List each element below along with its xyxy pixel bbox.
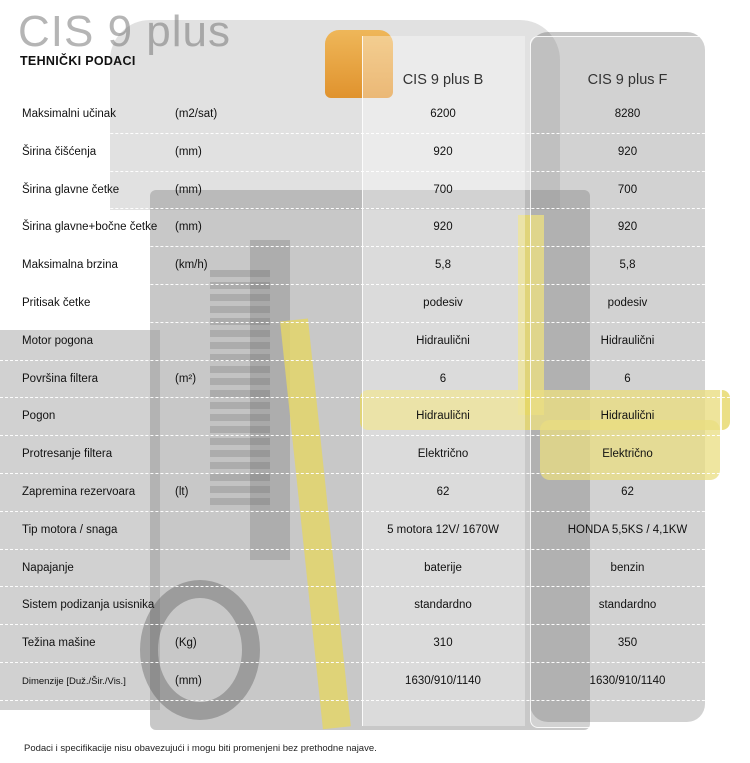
row-label: Motor pogona [22,334,93,347]
row-value-b: Hidraulični [416,410,470,423]
row-label: Pogon [22,410,56,423]
row-label: Dimenzije [Duž./Šir./Vis.] [22,675,126,687]
table-row: Motor pogona Hidraulični Hidraulični [0,323,750,361]
row-label: Tip motora / snaga [22,523,118,536]
page-subtitle: TEHNIČKI PODACI [20,54,136,68]
row-label: Maksimalni učinak [22,108,116,120]
table-row: Širina čišćenja (mm) 920 920 [0,134,750,172]
table-row: Sistem podizanja usisnika standardno stand… [0,587,750,625]
row-label: Težina mašine [22,637,96,650]
row-value-f: Hidraulični [600,334,655,347]
column-header-b: CIS 9 plus B [402,72,484,88]
row-value-b: 920 [433,221,453,234]
row-value-b: 700 [433,183,453,196]
row-unit: (m²) [175,372,197,385]
row-unit: (km/h) [175,259,208,272]
row-unit: (mm) [175,674,202,687]
row-value-f: 8280 [614,108,641,120]
warning-beacon [325,30,393,98]
machine-grille [210,270,270,510]
row-value-f: 350 [617,637,638,650]
row-value-b: 310 [433,637,453,650]
row-value-b: 5 motora 12V/ 1670W [387,523,499,536]
table-row: Tip motora / snaga 5 motora 12V/ 1670W HON… [0,512,750,550]
page-title: CIS 9 plus [18,7,231,56]
row-label: Pritisak četke [22,296,91,309]
row-label: Protresanje filtera [22,448,113,461]
table-row: Maksimalna brzina (km/h) 5,8 5,8 [0,247,750,285]
row-value-f: Hidraulični [600,410,655,423]
row-value-f: 920 [617,145,638,158]
machine-logo-area [250,240,290,560]
row-value-f: HONDA 5,5KS / 4,1KW [567,523,688,536]
table-row: Površina filtera (m²) 6 6 [0,361,750,399]
row-value-b: Električno [417,448,469,461]
row-value-f: 62 [621,485,634,498]
table-row: Pogon Hidraulični Hidraulični [0,398,750,436]
row-value-f: 700 [617,183,638,196]
row-unit: (lt) [175,485,189,498]
right-edge-line [720,36,721,726]
row-unit: (mm) [175,183,202,196]
row-value-f: 5,8 [619,259,636,272]
row-value-f: 920 [617,221,638,234]
row-label: Površina filtera [22,372,99,385]
column-header-f: CIS 9 plus F [587,72,668,88]
row-value-b: 62 [436,485,450,498]
column-panel-b [362,36,525,726]
row-unit: (mm) [175,221,202,234]
row-label: Maksimalna brzina [22,259,118,272]
row-unit: (m2/sat) [175,108,218,120]
row-value-f: 1630/910/1140 [589,674,666,687]
table-row: Protresanje filtera Električno Električno [0,436,750,474]
machine-side [0,330,160,710]
row-label: Širina čišćenja [22,145,97,158]
column-panel-f [530,36,722,728]
table-row: Maksimalni učinak (m2/sat) 6200 8280 [0,96,750,134]
row-label: Širina glavne četke [22,183,120,196]
row-value-b: 5,8 [435,259,451,272]
table-row: Težina mašine (Kg) 310 350 [0,625,750,663]
row-value-b: 6 [439,372,447,385]
row-label: Sistem podizanja usisnika [22,599,155,612]
machine-rear-panel [530,32,705,722]
row-value-b: Hidraulični [416,334,470,347]
table-row: Zapremina rezervoara (lt) 62 62 [0,474,750,512]
row-value-f: podesiv [607,296,648,309]
footnote: Podaci i specifikacije nisu obavezujući … [24,743,377,754]
row-value-b: podesiv [423,296,463,309]
row-value-f: Električno [602,448,653,461]
table-row: Širina glavne+bočne četke (mm) 920 920 [0,209,750,247]
row-value-b: baterije [424,561,462,574]
table-row: Dimenzije [Duž./Šir./Vis.] (mm) 1630/910/1… [0,663,750,701]
yellow-frame-post [518,215,544,415]
row-value-b: 6200 [430,108,456,120]
row-label: Napajanje [22,561,74,574]
table-row: Širina glavne četke (mm) 700 700 [0,172,750,210]
row-value-f: standardno [598,599,657,612]
row-value-f: 6 [624,372,631,385]
row-value-b: 920 [433,145,453,158]
row-unit: (Kg) [175,637,197,650]
table-row: Pritisak četke podesiv podesiv [0,285,750,323]
row-value-f: benzin [610,561,645,574]
row-label: Širina glavne+bočne četke [22,221,158,234]
row-label: Zapremina rezervoara [22,485,136,498]
row-value-b: standardno [414,599,472,612]
row-value-b: 1630/910/1140 [405,674,481,687]
yellow-frame-bracket [540,420,720,480]
table-row: Napajanje baterije benzin [0,550,750,588]
row-unit: (mm) [175,145,202,158]
